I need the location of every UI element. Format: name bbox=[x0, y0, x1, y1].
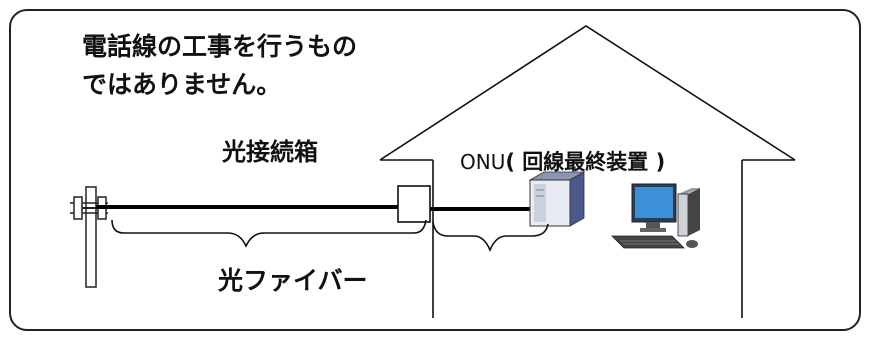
optical-box-label: 光接続箱 bbox=[222, 138, 318, 166]
diagram-frame bbox=[9, 9, 861, 331]
utility-pole-icon bbox=[70, 186, 114, 288]
fiber-brace-indoor bbox=[432, 221, 549, 253]
onu-device-icon bbox=[528, 171, 586, 227]
onu-code: ONU bbox=[460, 150, 506, 174]
onu-description: ( 回線最終装置 ) bbox=[505, 150, 666, 174]
house-outline-icon bbox=[379, 25, 796, 318]
desktop-pc-icon bbox=[611, 183, 700, 249]
notice-text: 電話線の工事を行うもの ではありません。 bbox=[82, 28, 357, 104]
onu-label: ONU( 回線最終装置 ) bbox=[460, 146, 665, 176]
notice-line-1: 電話線の工事を行うもの bbox=[82, 32, 358, 61]
fiber-label: 光ファイバー bbox=[218, 266, 368, 295]
fiber-brace-outdoor bbox=[111, 219, 427, 248]
notice-line-2: ではありません。 bbox=[82, 70, 282, 99]
optical-box-icon bbox=[397, 185, 431, 223]
